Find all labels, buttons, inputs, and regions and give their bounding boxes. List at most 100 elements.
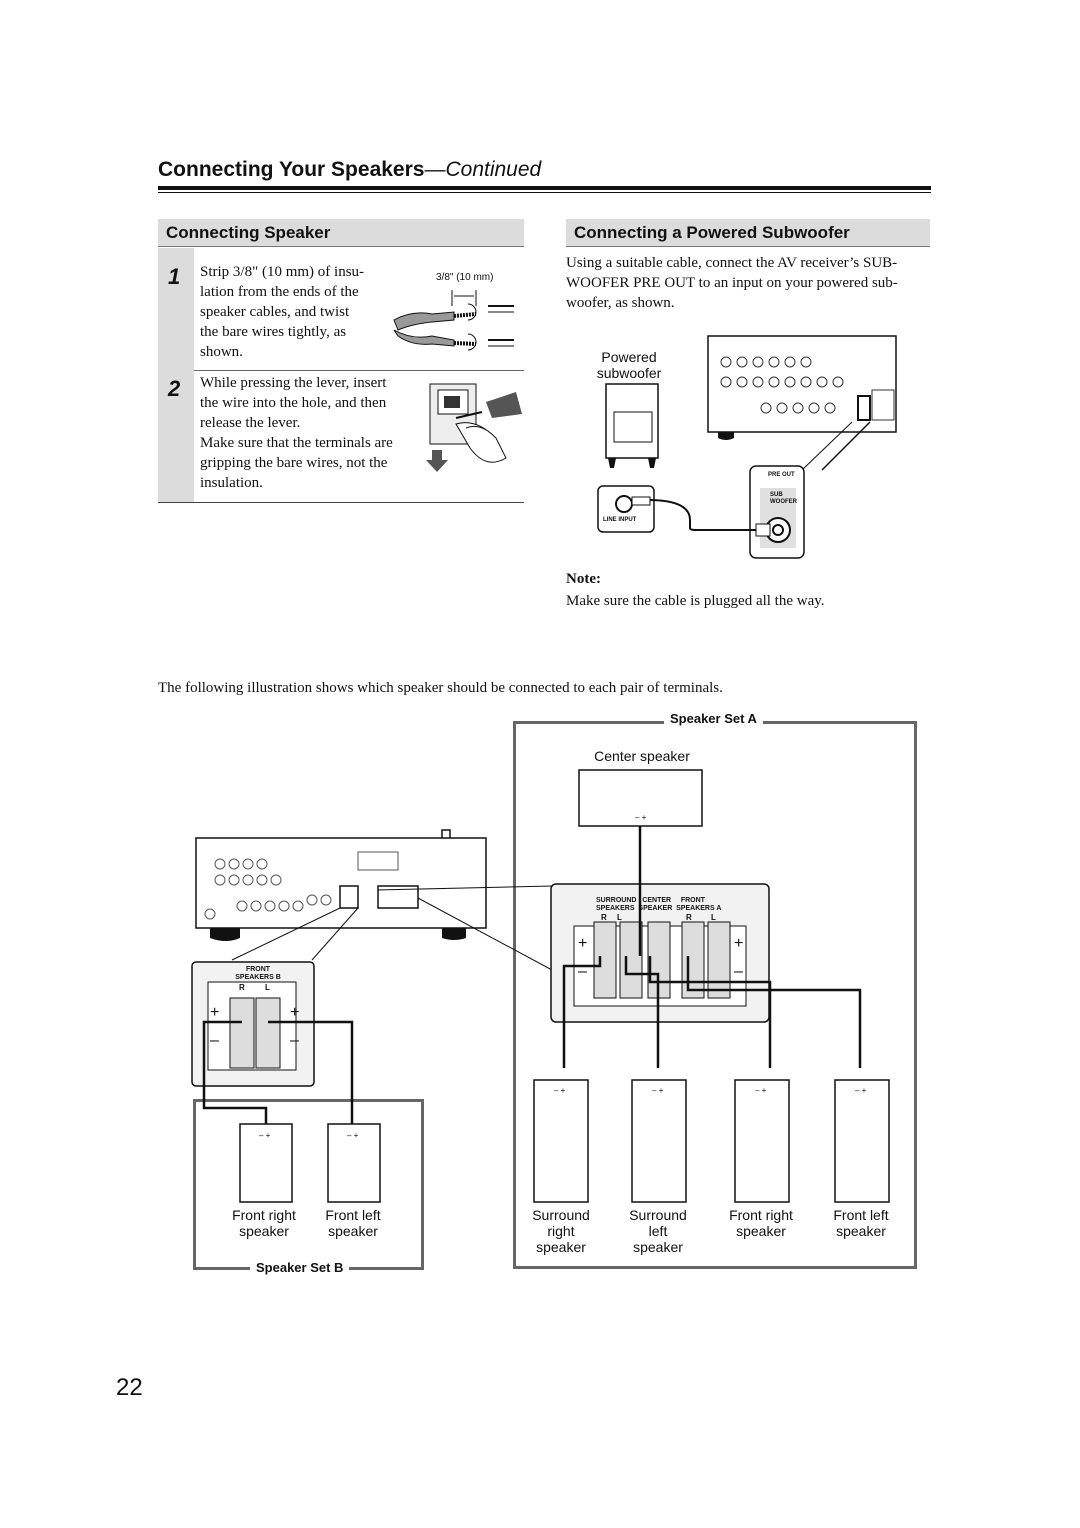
sub-woofer-label: SUB WOOFER [770, 492, 797, 506]
speakers-b-label: SPEAKERS B [235, 974, 281, 981]
surround-left-speaker [631, 1079, 687, 1203]
terminal-b-plus-left: + [210, 1004, 220, 1021]
woofer-label: WOOFER [770, 499, 797, 505]
step-number-1: 1 [168, 264, 181, 289]
front-label: FRONT [680, 897, 705, 904]
powered-subwoofer-label: Powered subwoofer [592, 349, 666, 381]
label-line: Front right [729, 1207, 793, 1223]
step-1-line: the bare wires tightly, as [200, 324, 347, 340]
note-text: Make sure the cable is plugged all the w… [566, 593, 825, 609]
label-line: Powered [601, 349, 657, 365]
step-2-line: Make sure that the terminals are [200, 435, 393, 451]
front-right-speaker [734, 1079, 790, 1203]
speakers-a-label: SPEAKERS A [676, 905, 722, 912]
terminal-b-minus-right: – [290, 1032, 299, 1049]
terminal-a-r2: R [686, 913, 692, 922]
label-line: Front left [833, 1207, 889, 1223]
polarity-mark: – + [554, 1086, 566, 1095]
label-line: speaker [239, 1223, 289, 1239]
illustration-intro: The following illustration shows which s… [158, 680, 723, 696]
terminal-b-l: L [265, 983, 270, 992]
front-right-label: Front right speaker [718, 1207, 804, 1239]
step-1-line: speaker cables, and twist [200, 304, 350, 320]
note-title: Note: [566, 571, 601, 587]
label-line: speaker [836, 1223, 886, 1239]
subwoofer-panel [613, 411, 653, 443]
page-title-continued: —Continued [424, 158, 542, 181]
surround-right-speaker [533, 1079, 589, 1203]
section-heading-connecting-speaker: Connecting Speaker [158, 219, 524, 247]
receiver-rear [195, 837, 487, 929]
intro-line: WOOFER PRE OUT to an input on your power… [566, 275, 898, 291]
sub-label: SUB [770, 492, 783, 498]
page-number: 22 [116, 1374, 143, 1401]
step-1-line: lation from the ends of the [200, 284, 359, 300]
step-2-line: While pressing the lever, insert [200, 375, 387, 391]
intro-line: Using a suitable cable, connect the AV r… [566, 255, 898, 271]
step-2-line: release the lever. [200, 415, 301, 431]
terminal-a-r1: R [601, 913, 607, 922]
terminal-b-minus-left: – [210, 1032, 219, 1049]
speaker-wiring-diagram [191, 769, 890, 1203]
step-2-line: gripping the bare wires, not the [200, 455, 388, 471]
terminal-a-l1: L [617, 913, 622, 922]
wire-strip-illustration [393, 290, 514, 351]
section-heading-subwoofer: Connecting a Powered Subwoofer [566, 219, 930, 247]
polarity-mark: – + [347, 1131, 359, 1140]
speaker-set-b-label: Speaker Set B [250, 1260, 350, 1275]
step-2-line: the wire into the hole, and then [200, 395, 387, 411]
subwoofer-intro: Using a suitable cable, connect the AV r… [566, 253, 936, 313]
terminal-b-plus-right: + [290, 1004, 300, 1021]
label-line: subwoofer [596, 365, 662, 381]
front-left-label: Front left speaker [818, 1207, 904, 1239]
step-2-text: While pressing the lever, insert the wir… [200, 373, 430, 493]
polarity-mark: – + [755, 1086, 767, 1095]
polarity-mark: – + [855, 1086, 867, 1095]
step-1-line: shown. [200, 344, 243, 360]
surround-label: SURROUND [596, 897, 637, 904]
page-title: Connecting Your Speakers—Continued [158, 158, 541, 182]
center-label: CENTER [642, 897, 672, 904]
label-line: left [648, 1223, 668, 1239]
set-b-front-left-speaker [327, 1123, 381, 1203]
strip-length-label: 3/8" (10 mm) [436, 272, 494, 283]
front-left-speaker [834, 1079, 890, 1203]
line-input-label: LINE INPUT [603, 517, 637, 523]
subwoofer-connection-diagram [597, 335, 897, 559]
header-rule-thin [158, 192, 931, 193]
speakers-label: SPEAKERS [596, 905, 635, 912]
step-1-text: Strip 3/8" (10 mm) of insu- lation from … [200, 262, 400, 362]
terminal-a-labels: SURROUND CENTER FRONT SPEAKERS SPEAKER S… [596, 897, 721, 913]
label-line: speaker [536, 1239, 586, 1255]
terminal-a-l2: L [711, 913, 716, 922]
terminal-b-labels: FRONT SPEAKERS B [226, 966, 290, 982]
terminal-a-plus-left: + [578, 935, 588, 952]
step-column [158, 248, 194, 502]
label-line: Front right [232, 1207, 296, 1223]
page-title-main: Connecting Your Speakers [158, 158, 425, 181]
step-number-2: 2 [168, 376, 181, 401]
terminal-a-minus-left: – [578, 963, 587, 980]
polarity-mark: – + [652, 1086, 664, 1095]
label-line: speaker [736, 1223, 786, 1239]
terminal-insert-illustration [426, 383, 522, 472]
set-b-front-left-label: Front left speaker [310, 1207, 396, 1239]
set-b-front-right-label: Front right speaker [221, 1207, 307, 1239]
terminal-b-r: R [239, 983, 245, 992]
label-line: speaker [328, 1223, 378, 1239]
surround-left-label: Surround left speaker [618, 1207, 698, 1255]
front-label: FRONT [245, 966, 271, 973]
step-2-line: insulation. [200, 475, 263, 491]
center-speaker-label: Center speaker [594, 748, 690, 764]
terminal-a-minus-right: – [734, 963, 743, 980]
surround-right-label: Surround right speaker [521, 1207, 601, 1255]
header-rule [158, 186, 931, 190]
center-polarity: – + [635, 813, 647, 822]
center-speaker-box [578, 769, 703, 827]
section-bottom-rule [158, 502, 524, 503]
label-line: Surround [532, 1207, 590, 1223]
label-line: Surround [629, 1207, 687, 1223]
speaker-set-a-label: Speaker Set A [664, 711, 763, 726]
intro-line: woofer, as shown. [566, 295, 675, 311]
label-line: speaker [633, 1239, 683, 1255]
